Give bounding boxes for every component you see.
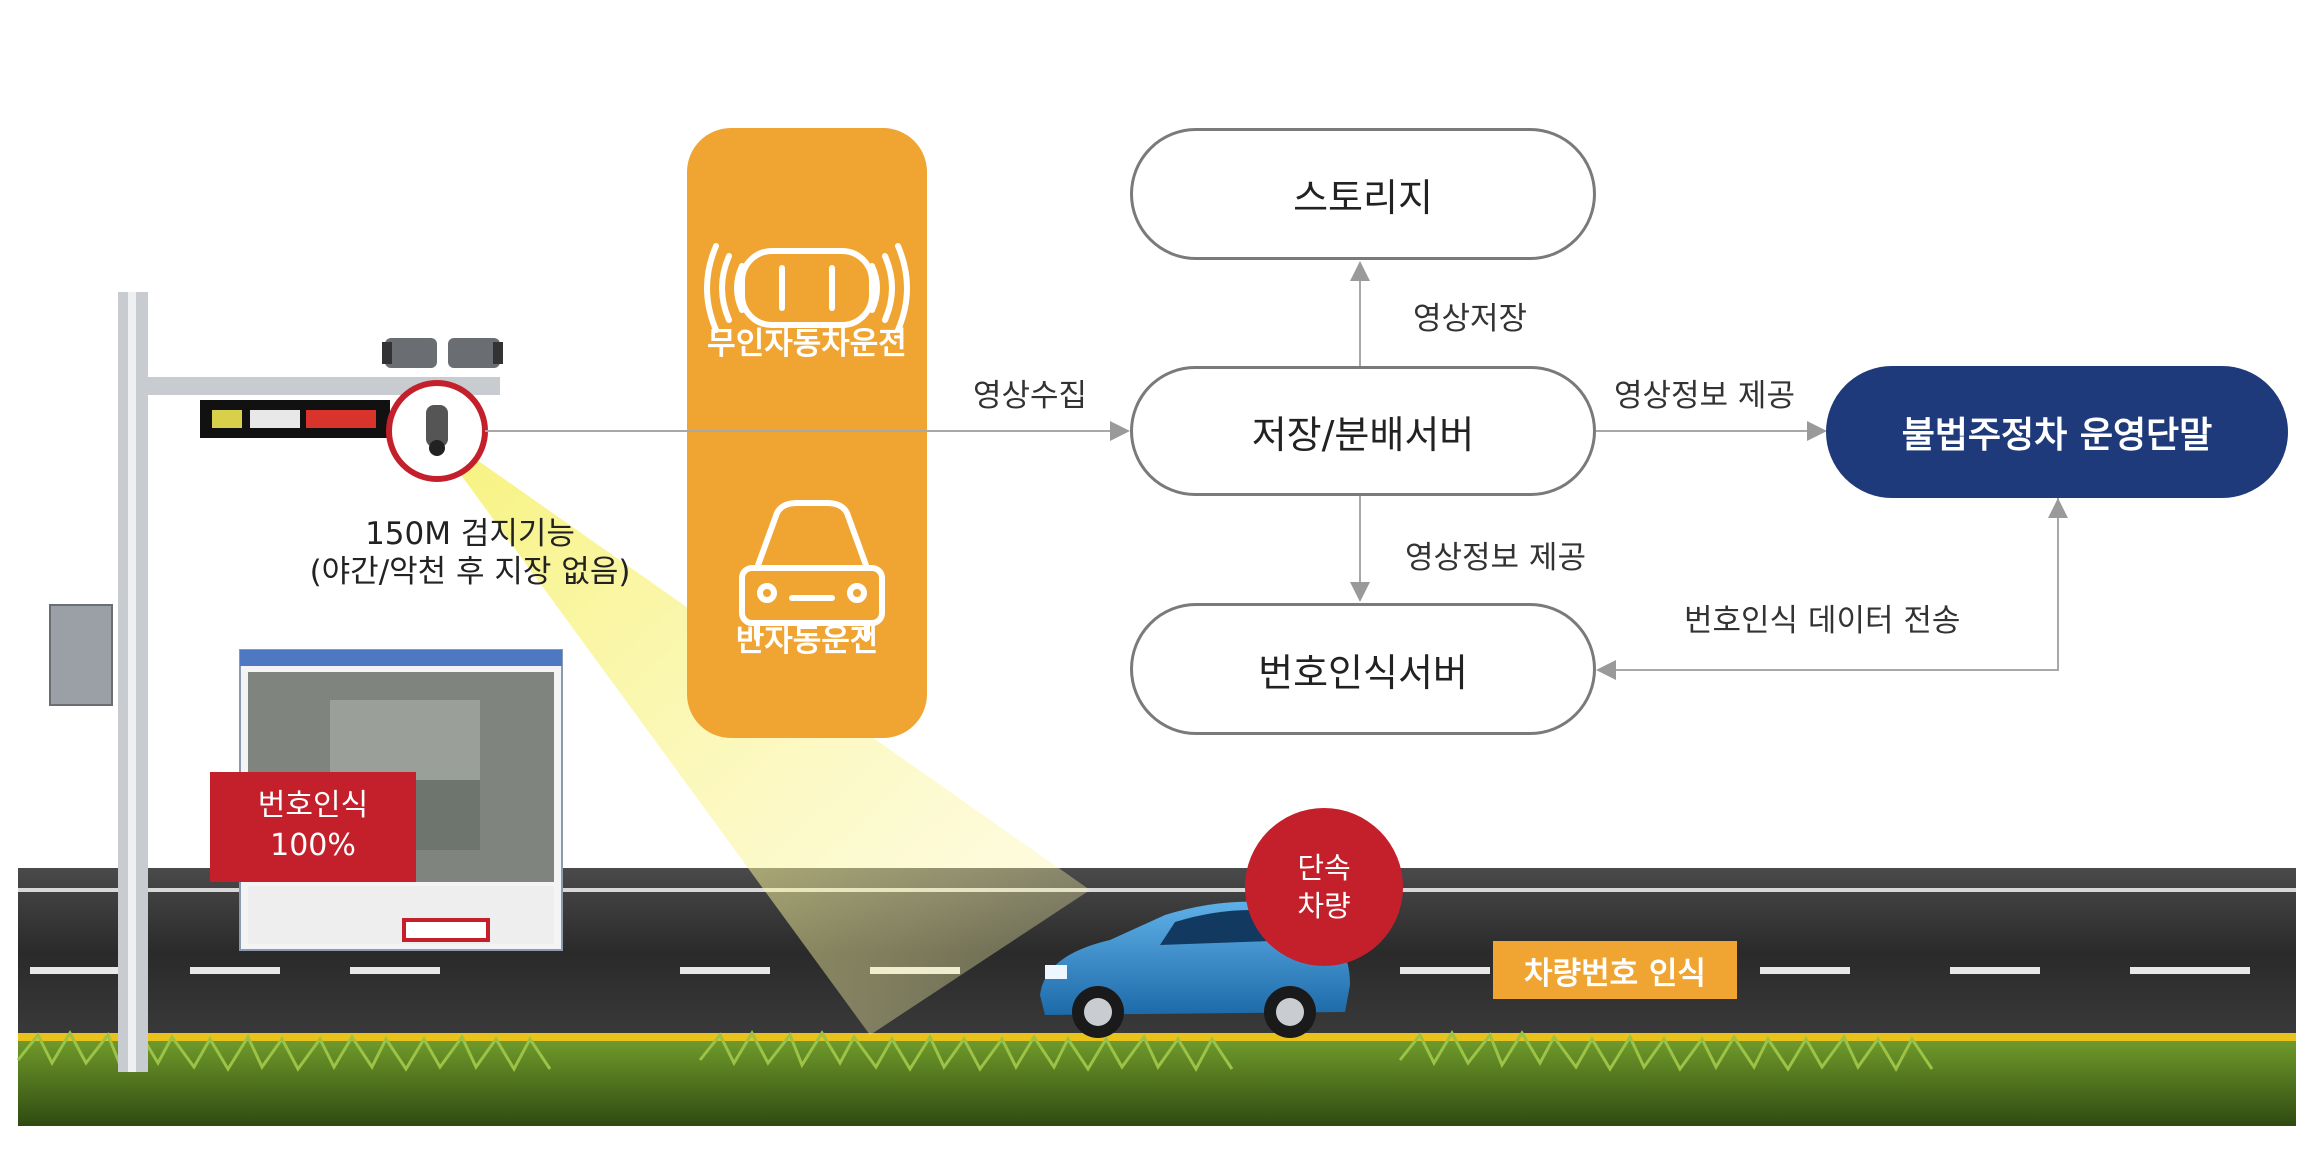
storage-node: 스토리지 — [1130, 128, 1596, 260]
terminal-node: 불법주정차 운영단말 — [1826, 366, 2288, 498]
yellow-lane-line — [18, 1033, 2296, 1041]
autonomous-car-icon — [704, 243, 910, 333]
semi-autonomous-label: 반자동운전 — [735, 623, 879, 659]
edge-plate-data-transfer — [1596, 498, 2059, 680]
plate-recognition-badge: 번호인식 100% — [210, 772, 416, 882]
camera-right — [448, 338, 500, 368]
distribution-server-node: 저장/분배서버 — [1130, 366, 1596, 496]
plate-recognition-line1: 번호인식 — [257, 788, 369, 823]
plate-tag: 차량번호 인식 — [1493, 941, 1737, 999]
edge-label-video-info-right: 영상정보 제공 — [1614, 378, 1795, 414]
edge-label-plate-data-transfer: 번호인식 데이터 전송 — [1684, 603, 1961, 639]
camera-beam — [450, 455, 1090, 1035]
control-box — [49, 604, 113, 706]
enforcement-vehicle-badge: 단속 차량 — [1245, 808, 1403, 966]
enforcement-line2: 차량 — [1297, 889, 1351, 923]
detection-caption: 150M 검지기능 (야간/악천 후 지장 없음) — [300, 515, 640, 591]
plate-recognition-line2: 100% — [270, 828, 356, 863]
camera-left — [385, 338, 437, 368]
driving-mode-panel — [687, 128, 927, 738]
driving-mode-icons — [704, 243, 910, 641]
edge-label-video-info-down: 영상정보 제공 — [1405, 540, 1586, 576]
recognition-server-node: 번호인식서버 — [1130, 603, 1596, 735]
edge-label-video-collect: 영상수집 — [973, 378, 1088, 414]
detection-caption-line2: (야간/악천 후 지장 없음) — [309, 554, 631, 590]
edge-label-video-store: 영상저장 — [1413, 301, 1528, 337]
semi-autonomous-car-icon — [739, 500, 885, 641]
autonomous-label: 무인자동차운전 — [707, 326, 907, 362]
enforcement-line1: 단속 — [1297, 851, 1351, 885]
detection-caption-line1: 150M 검지기능 — [365, 516, 575, 552]
